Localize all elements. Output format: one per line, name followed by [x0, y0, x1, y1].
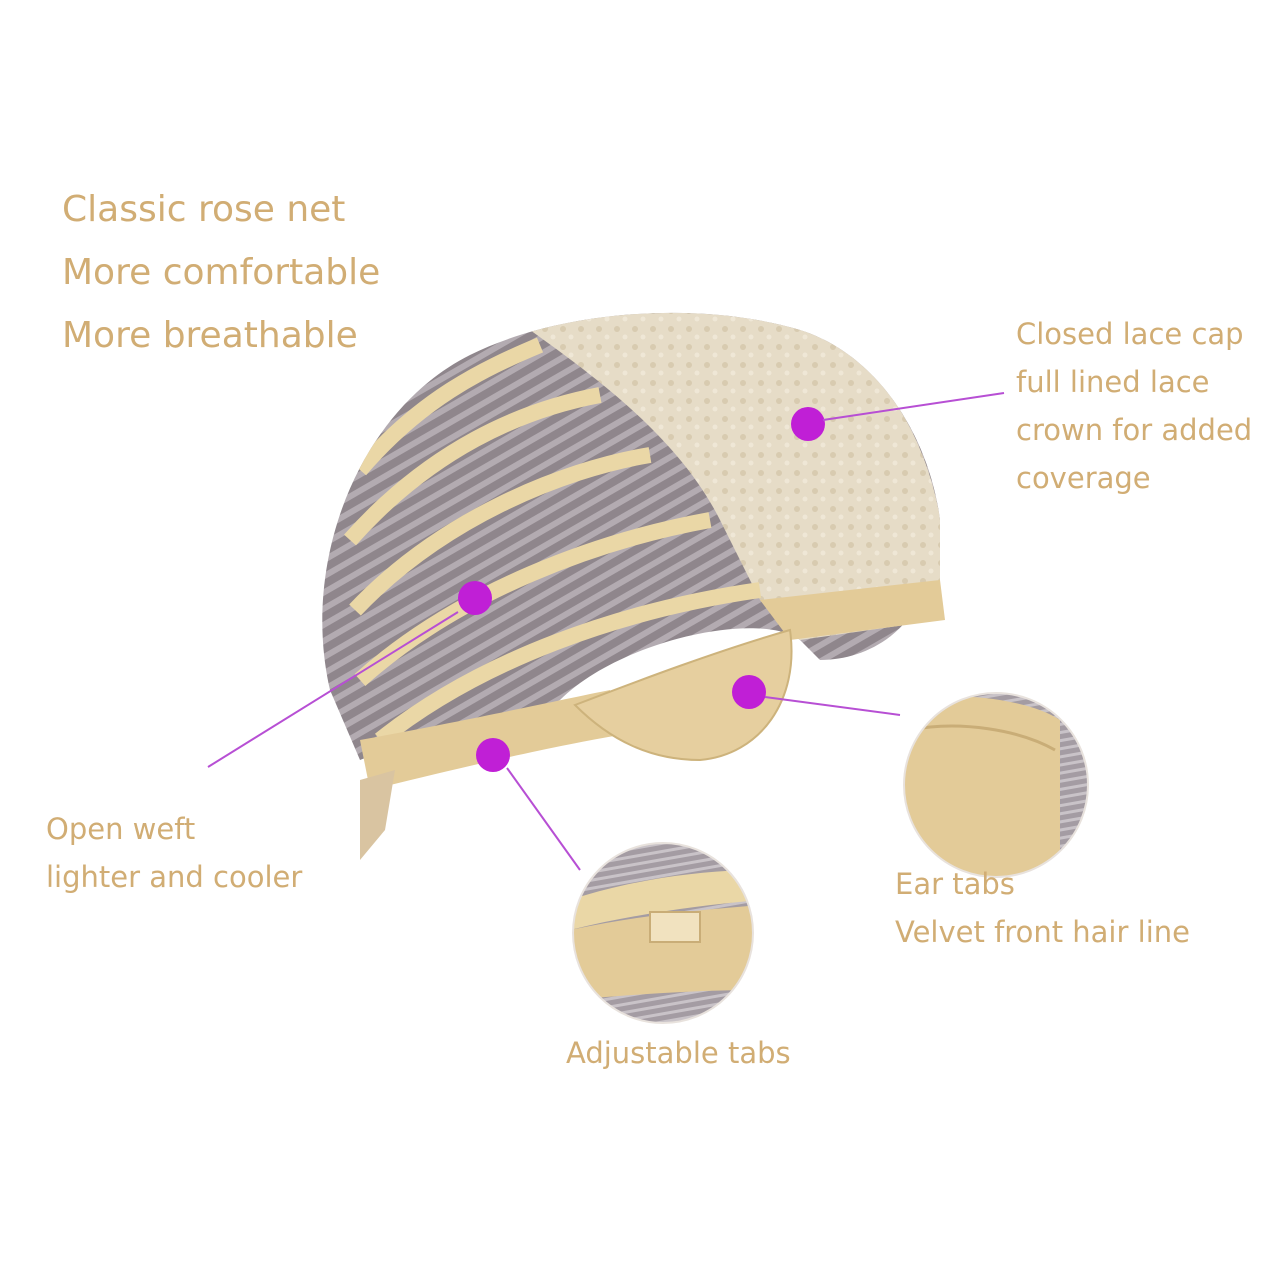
leader-lace — [822, 392, 1005, 421]
marker-adjustable — [476, 738, 510, 772]
wig-cap — [322, 312, 945, 860]
ear-tabs-callout: Ear tabs Velvet front hair line — [895, 860, 1190, 956]
lace-crown — [530, 312, 940, 640]
adjustable-tabs-callout: Adjustable tabs — [566, 1033, 791, 1073]
marker-ear — [732, 675, 766, 709]
marker-weft — [458, 581, 492, 615]
ear-tabs-line-2: Velvet front hair line — [895, 915, 1190, 949]
adjustable-tabs-detail — [573, 843, 753, 1023]
leader-ear — [764, 696, 901, 716]
intro-line-2: More comfortable — [62, 252, 381, 293]
closed-lace-line-4: coverage — [1016, 461, 1151, 495]
ear-tabs-line-1: Ear tabs — [895, 867, 1015, 901]
open-weft-line-1: Open weft — [46, 812, 196, 846]
adjustable-tabs-line-1: Adjustable tabs — [566, 1036, 791, 1070]
ear-tab — [573, 628, 793, 762]
open-weft-callout: Open weft lighter and cooler — [46, 805, 302, 901]
ear-tabs-detail — [904, 693, 1088, 877]
closed-lace-line-2: full lined lace — [1016, 365, 1210, 399]
intro-line-3: More breathable — [62, 315, 358, 356]
leader-weft — [207, 611, 459, 768]
closed-lace-callout: Closed lace cap full lined lace crown fo… — [1016, 310, 1252, 502]
side-band — [760, 580, 945, 640]
closed-lace-line-3: crown for added — [1016, 413, 1253, 447]
open-weft-line-2: lighter and cooler — [46, 860, 303, 894]
intro-line-1: Classic rose net — [62, 189, 346, 230]
marker-lace — [791, 407, 825, 441]
leader-adjustable — [506, 767, 581, 871]
closed-lace-line-1: Closed lace cap — [1016, 317, 1244, 351]
intro-text: Classic rose net More comfortable More b… — [62, 178, 380, 367]
